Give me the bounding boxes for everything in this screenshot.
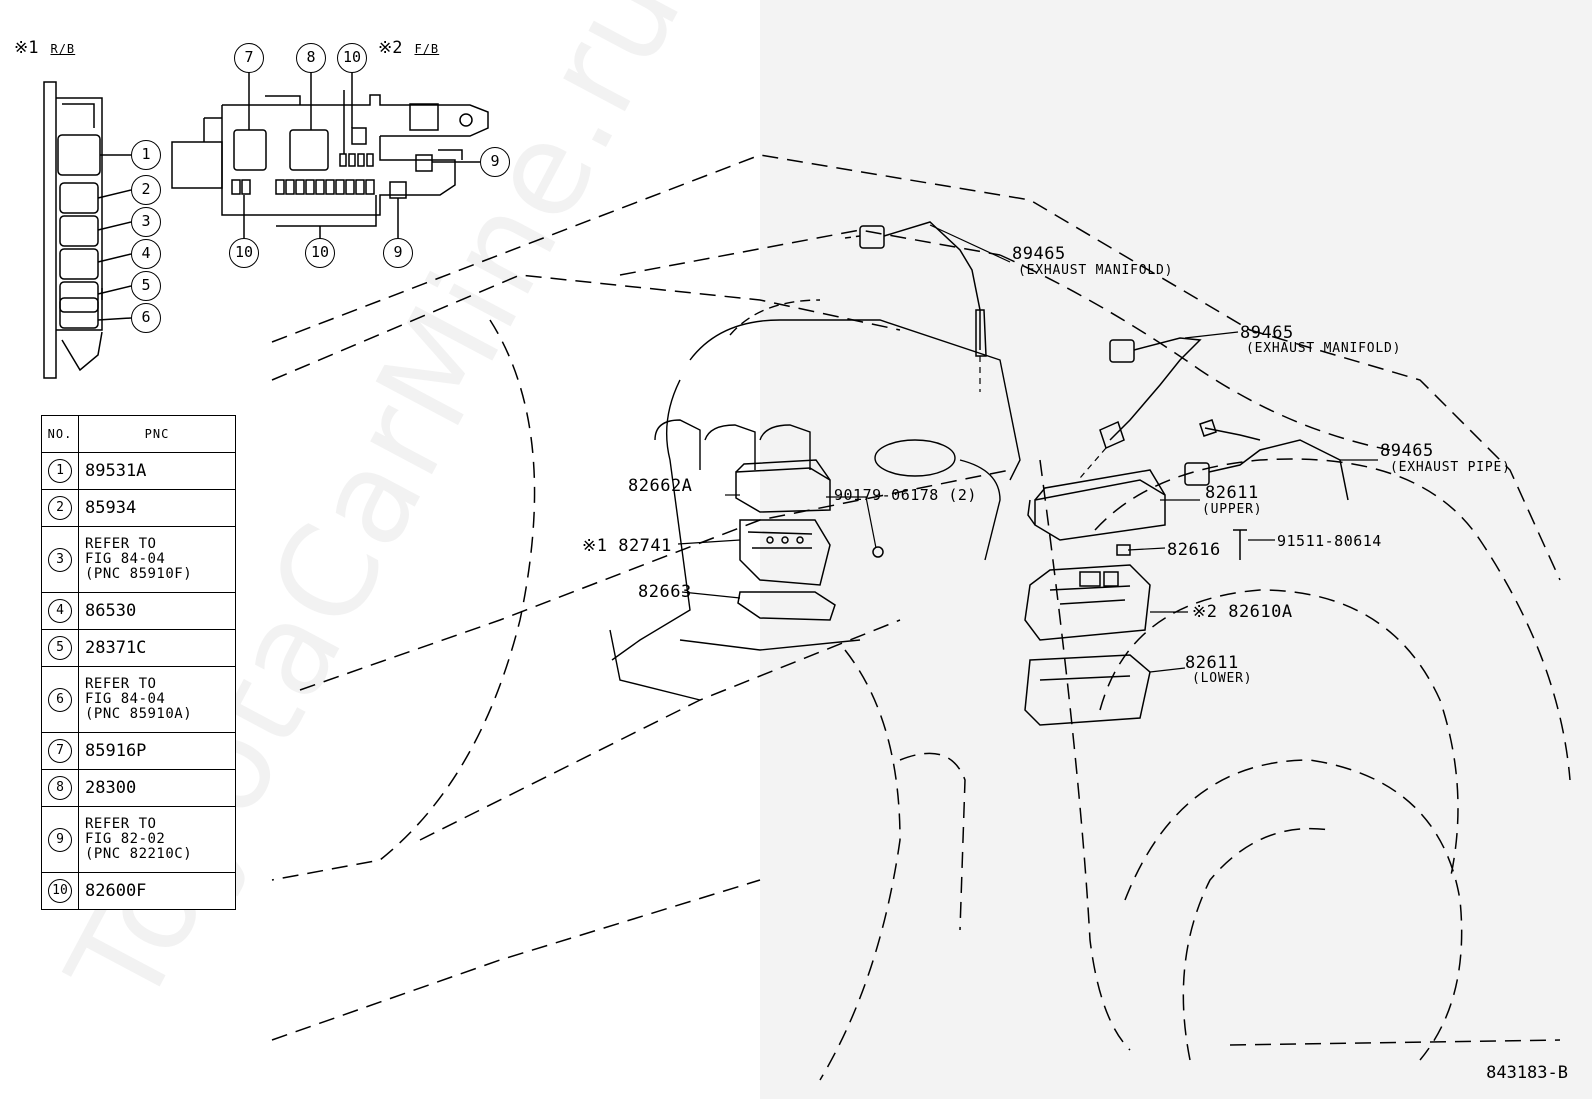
background-panel bbox=[760, 0, 1592, 1099]
label-90179-06178: 90179-06178 (2) bbox=[834, 486, 977, 504]
fb-callout-10-left: 10 bbox=[229, 238, 259, 268]
engine-outline bbox=[609, 299, 1021, 701]
rb-callout-1: 1 bbox=[131, 140, 161, 170]
rb-callout-5: 5 bbox=[131, 271, 161, 301]
label-89465-manifold-1: 89465 bbox=[1012, 244, 1066, 264]
label-82611-upper-desc: (UPPER) bbox=[1202, 502, 1263, 517]
row-number: 5 bbox=[48, 636, 72, 660]
rb-callout-3: 3 bbox=[131, 207, 161, 237]
label-89465-pipe: 89465 bbox=[1380, 441, 1434, 461]
label-82611-lower-desc: (LOWER) bbox=[1192, 671, 1253, 686]
row-number: 1 bbox=[48, 459, 72, 483]
label-89465-pipe-desc: (EXHAUST PIPE) bbox=[1390, 460, 1511, 475]
row-number: 6 bbox=[48, 687, 72, 712]
row-pnc: 28300 bbox=[78, 769, 236, 807]
row-pnc: REFER TO FIG 82-02 (PNC 82210C) bbox=[85, 816, 193, 862]
rb-callout-2: 2 bbox=[131, 175, 161, 205]
rb-callout-4: 4 bbox=[131, 239, 161, 269]
fb-callout-9-right: 9 bbox=[480, 147, 510, 177]
fuse-block-drawing bbox=[171, 72, 489, 240]
diagram-code: 843183-B bbox=[1486, 1063, 1568, 1083]
row-pnc: REFER TO FIG 84-04 (PNC 85910A) bbox=[85, 676, 193, 722]
label-89465-manifold-2: 89465 bbox=[1240, 323, 1294, 343]
table-row: 9 REFER TO FIG 82-02 (PNC 82210C) bbox=[41, 806, 236, 873]
relay-block-header: ※1 R/B bbox=[14, 40, 75, 58]
fb-callout-10-top: 10 bbox=[337, 43, 367, 73]
fuse-block-header: ※2 F/B bbox=[378, 40, 439, 58]
label-82610a: ※2 82610A bbox=[1192, 602, 1293, 622]
table-header-row: NO. PNC bbox=[41, 415, 236, 453]
relay-block-parts bbox=[677, 459, 884, 621]
row-number: 8 bbox=[48, 776, 72, 800]
table-row: 2 85934 bbox=[41, 489, 236, 527]
row-number: 3 bbox=[48, 547, 72, 572]
row-pnc: 86530 bbox=[78, 592, 236, 630]
label-82662a: 82662A bbox=[628, 476, 693, 496]
label-82611-upper: 82611 bbox=[1205, 483, 1259, 503]
row-number: 4 bbox=[48, 599, 72, 623]
fb-callout-8: 8 bbox=[296, 43, 326, 73]
fb-callout-10-middle: 10 bbox=[305, 238, 335, 268]
table-row: 6 REFER TO FIG 84-04 (PNC 85910A) bbox=[41, 666, 236, 733]
label-82616: 82616 bbox=[1167, 540, 1221, 560]
row-pnc: 85934 bbox=[78, 489, 236, 527]
fb-callout-7: 7 bbox=[234, 43, 264, 73]
row-pnc: 85916P bbox=[78, 732, 236, 770]
fuse-block-mark: ※2 bbox=[378, 38, 403, 58]
table-row: 5 28371C bbox=[41, 629, 236, 667]
fuse-block-parts bbox=[1024, 469, 1275, 726]
row-number: 2 bbox=[48, 496, 72, 520]
label-82741: ※1 82741 bbox=[582, 536, 672, 556]
relay-block-mark: ※1 bbox=[14, 38, 39, 58]
table-row: 4 86530 bbox=[41, 592, 236, 630]
fuse-block-code: F/B bbox=[414, 42, 440, 56]
relay-block-drawing bbox=[43, 81, 132, 379]
label-91511-80614: 91511-80614 bbox=[1277, 532, 1382, 550]
table-row: 1 89531A bbox=[41, 452, 236, 490]
table-row: 10 82600F bbox=[41, 872, 236, 910]
row-number: 10 bbox=[48, 879, 72, 903]
rb-callout-6: 6 bbox=[131, 303, 161, 333]
row-number: 7 bbox=[48, 739, 72, 763]
label-89465-manifold-2-desc: (EXHAUST MANIFOLD) bbox=[1246, 341, 1402, 356]
row-pnc: REFER TO FIG 84-04 (PNC 85910F) bbox=[85, 536, 193, 582]
label-82663: 82663 bbox=[638, 582, 692, 602]
row-pnc: 82600F bbox=[78, 872, 236, 910]
table-header-no: NO. bbox=[41, 415, 79, 453]
fb-callout-9-bottom: 9 bbox=[383, 238, 413, 268]
oxygen-sensors bbox=[844, 221, 1378, 501]
row-pnc: 89531A bbox=[78, 452, 236, 490]
label-89465-manifold-1-desc: (EXHAUST MANIFOLD) bbox=[1018, 263, 1174, 278]
table-header-pnc: PNC bbox=[78, 415, 236, 453]
fuse-row bbox=[231, 153, 375, 195]
table-row: 3 REFER TO FIG 84-04 (PNC 85910F) bbox=[41, 526, 236, 593]
row-number: 9 bbox=[48, 827, 72, 852]
table-row: 7 85916P bbox=[41, 732, 236, 770]
vehicle-outline bbox=[271, 154, 1571, 1081]
row-pnc: 28371C bbox=[78, 629, 236, 667]
relay-block-code: R/B bbox=[50, 42, 76, 56]
label-82611-lower: 82611 bbox=[1185, 653, 1239, 673]
pnc-table: NO. PNC 1 89531A 2 85934 3 REFER TO FIG … bbox=[41, 415, 236, 910]
table-row: 8 28300 bbox=[41, 769, 236, 807]
